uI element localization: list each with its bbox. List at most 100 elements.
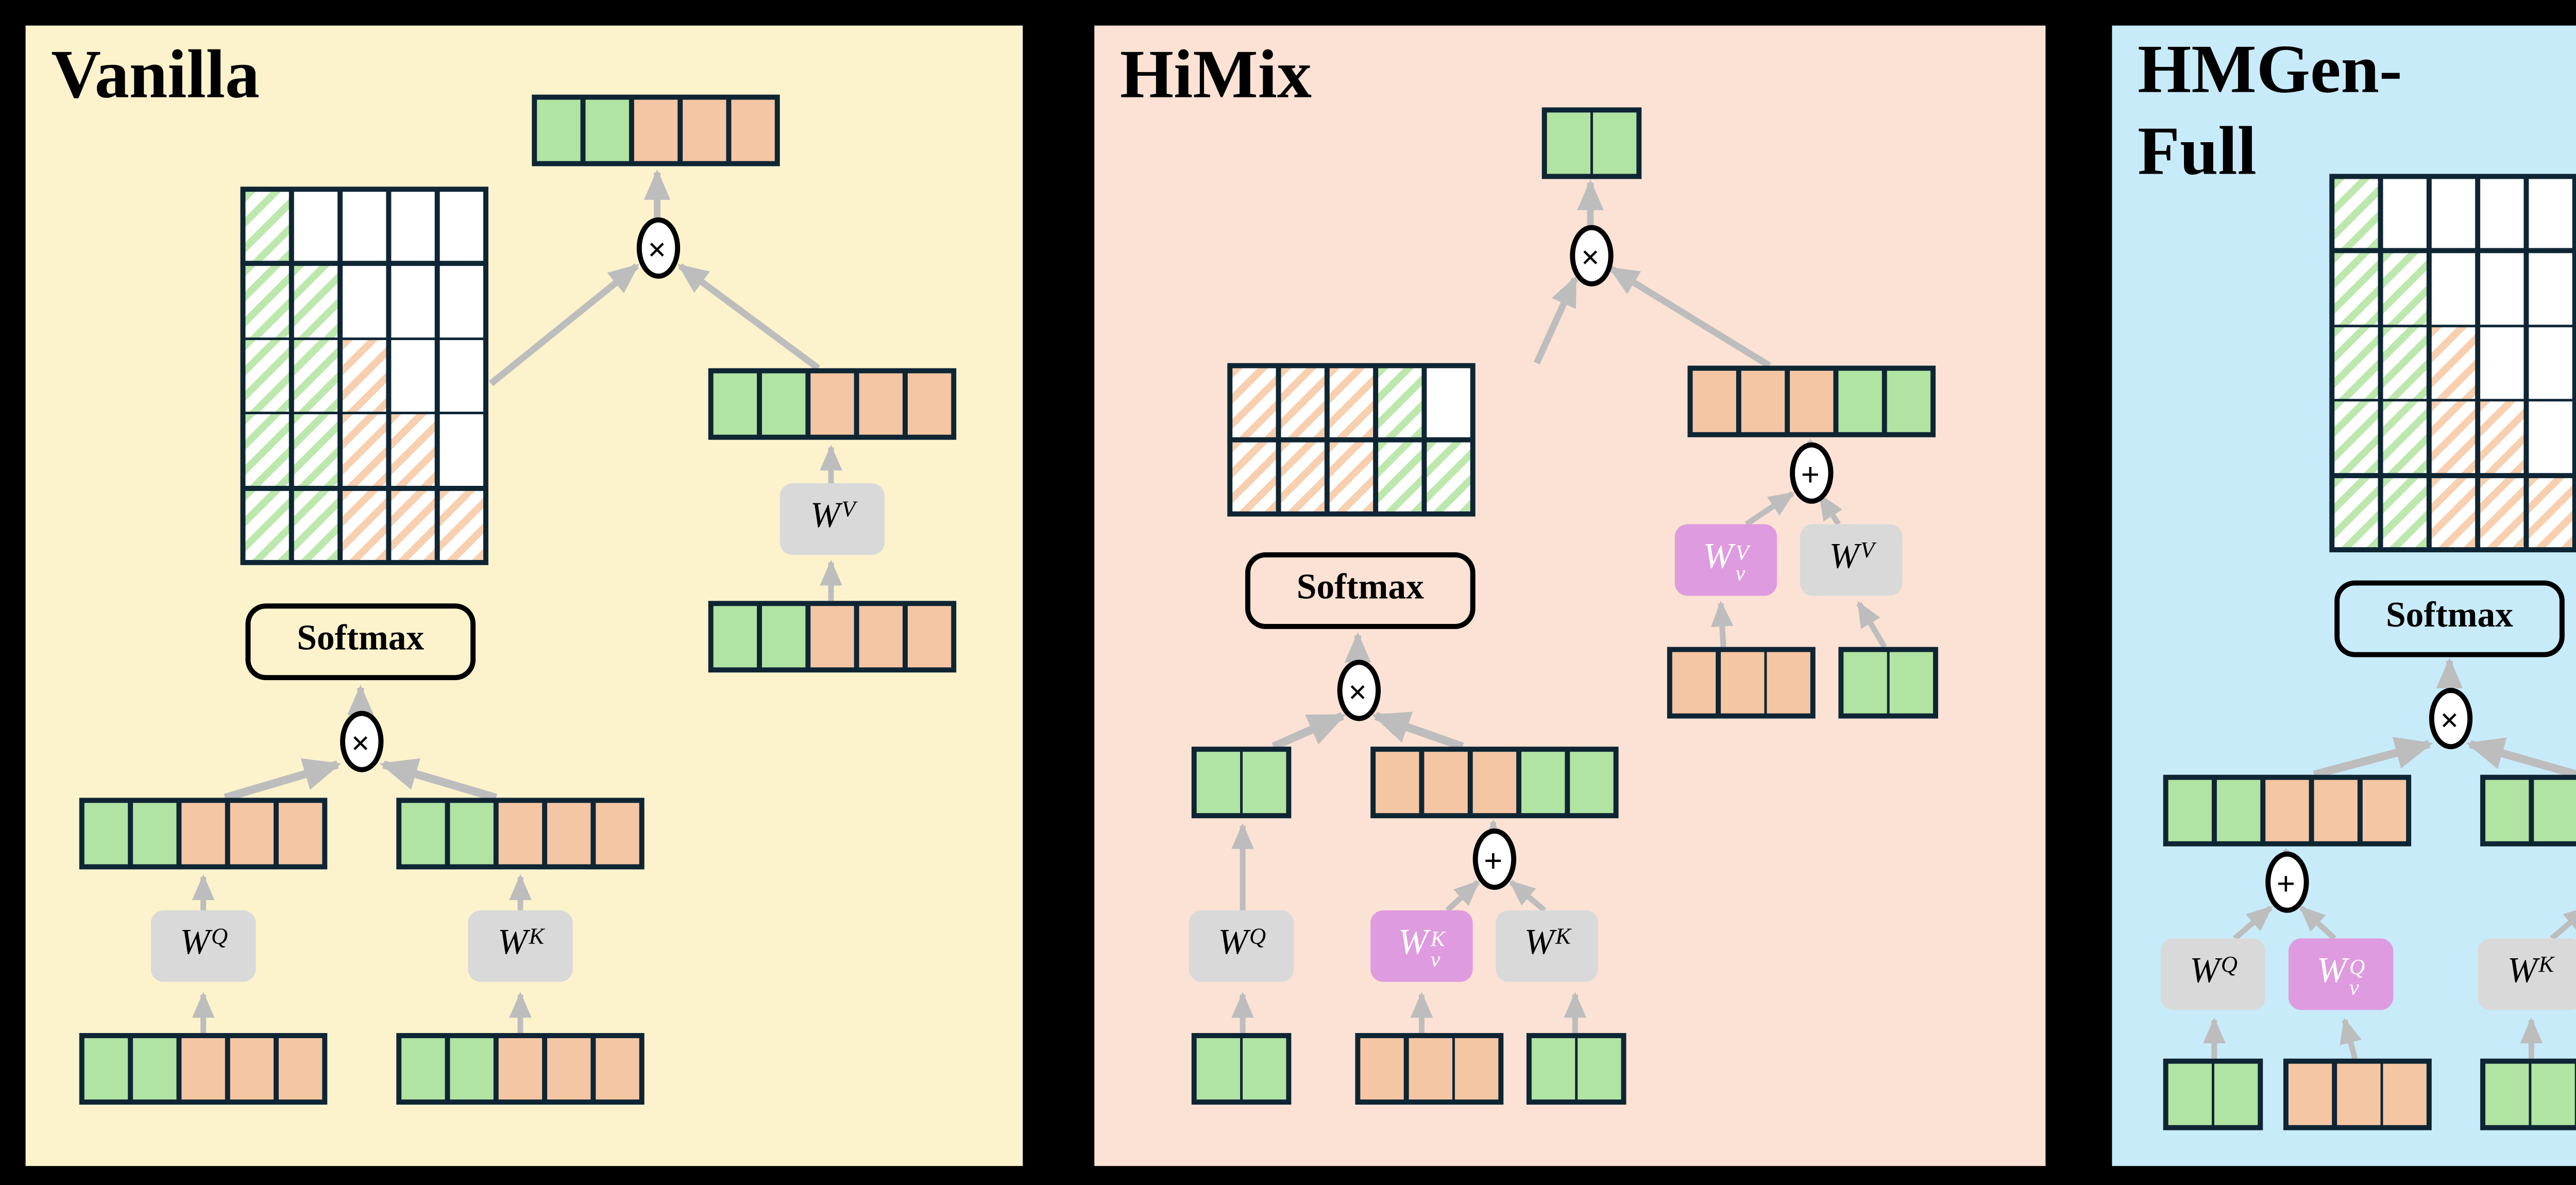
hmgen-full-title-line: Full (2138, 112, 2257, 189)
vanilla-attention-matrix-cell (391, 265, 435, 336)
himix-q-input-row-cell (1243, 1037, 1287, 1101)
hmgen-full-k-input-green-row-cell (2532, 1063, 2575, 1126)
himix-attention-matrix-cell (1427, 367, 1471, 438)
hmgen-full-attention-matrix-cell (2333, 253, 2378, 324)
himix-attention-matrix-cell (1378, 442, 1422, 513)
vanilla-v-input-row-cell (761, 605, 806, 668)
hmgen-full-attention-matrix-cell (2480, 178, 2524, 249)
himix-wvk-box-sub: v (1430, 946, 1440, 972)
himix-k-input-orange-row-cell (1408, 1037, 1452, 1101)
hmgen-full-wq-box-base: W (2190, 954, 2220, 992)
himix-attention-matrix-cell (1231, 442, 1276, 513)
himix-v-input-orange-row (1667, 647, 1816, 719)
panel-vanilla (25, 24, 1023, 1165)
hmgen-full-softmax-box: Softmax (2334, 580, 2565, 657)
vanilla-softmax-box: Softmax (245, 603, 476, 681)
himix-otimes-attn-v-multiply-icon: × (1568, 225, 1613, 286)
himix-otimes-qk-multiply-icon: × (1336, 659, 1380, 721)
hmgen-full-attention-matrix-cell (2431, 178, 2476, 249)
hmgen-full-attention-matrix-cell (2382, 328, 2427, 399)
vanilla-wv-box-base: W (810, 498, 840, 537)
panel-himix (1094, 24, 2046, 1165)
himix-attention-matrix-cell (1231, 367, 1276, 438)
himix-wvk-box-base: W (1398, 925, 1428, 964)
himix-v-input-orange-row-cell (1719, 651, 1764, 715)
himix-v-row-cell (1838, 370, 1883, 433)
hmgen-full-q-row-cell (2216, 779, 2261, 842)
himix-v-row-cell (1740, 370, 1785, 433)
hmgen-full-q-input-green-row-cell (2215, 1063, 2258, 1126)
hmgen-full-q-row (2163, 774, 2412, 847)
vanilla-attention-matrix-cell (391, 341, 435, 411)
hmgen-full-attention-matrix-cell (2382, 178, 2427, 249)
hmgen-full-attention-matrix-cell (2529, 477, 2573, 548)
hmgen-full-attention-matrix (2329, 174, 2576, 553)
vanilla-k-input-row-cell (449, 1037, 494, 1101)
himix-v-input-green-row (1838, 647, 1938, 719)
himix-v-input-orange-row-cell (1768, 651, 1812, 715)
vanilla-output-row-cell (682, 99, 727, 162)
himix-v-row-cell (1789, 370, 1834, 433)
himix-attention-matrix-cell (1329, 442, 1374, 513)
himix-output-row-cell (1594, 111, 1637, 175)
vanilla-attention-matrix-cell (342, 415, 387, 486)
vanilla-v-row-cell (907, 373, 952, 436)
vanilla-attention-matrix-cell (244, 265, 290, 336)
vanilla-q-input-row-cell (278, 1037, 323, 1101)
hmgen-full-q-input-orange-row-cell (2335, 1063, 2380, 1126)
himix-attention-matrix-cell (1329, 367, 1374, 438)
himix-wvv-box-sup: V (1735, 538, 1749, 564)
vanilla-output-row-cell (536, 99, 581, 162)
vanilla-k-row-cell (400, 802, 445, 866)
vanilla-attention-matrix-cell (342, 191, 387, 262)
himix-q-input-row-cell (1196, 1037, 1239, 1101)
vanilla-k-input-row (396, 1033, 645, 1105)
vanilla-k-input-row-cell (498, 1037, 543, 1101)
hmgen-full-title: HMGen-Full (2138, 31, 2402, 194)
vanilla-k-row-cell (596, 802, 640, 866)
hmgen-full-attention-matrix-cell (2480, 328, 2524, 399)
vanilla-attention-matrix-cell (244, 341, 290, 411)
himix-v-row-cell (1887, 370, 1931, 433)
hmgen-full-k-row (2480, 774, 2576, 847)
vanilla-v-row (708, 368, 957, 440)
vanilla-v-row-cell (810, 373, 855, 436)
vanilla-q-row-cell (83, 802, 128, 866)
vanilla-output-row (532, 94, 780, 166)
vanilla-k-input-row-cell (596, 1037, 640, 1101)
himix-attention-matrix-cell (1427, 442, 1471, 513)
vanilla-otimes-attn-v-multiply-icon: × (635, 217, 679, 279)
hmgen-full-attention-matrix-cell (2382, 477, 2427, 548)
vanilla-attention-matrix-cell (391, 191, 435, 262)
himix-k-row-cell (1423, 751, 1468, 814)
vanilla-attention-matrix-cell (391, 415, 435, 486)
vanilla-v-row-cell (858, 373, 904, 436)
himix-wk-box-base: W (1524, 925, 1554, 964)
vanilla-attention-matrix-cell (293, 191, 338, 262)
hmgen-full-attention-matrix-cell (2382, 253, 2427, 324)
hmgen-full-attention-matrix-cell (2529, 402, 2573, 473)
himix-attention-matrix (1227, 363, 1476, 517)
vanilla-attention-matrix-cell (439, 265, 484, 336)
vanilla-q-row (79, 798, 328, 870)
himix-k-row-cell (1472, 751, 1517, 814)
hmgen-full-attention-matrix-cell (2529, 328, 2573, 399)
hmgen-full-q-row-cell (2362, 779, 2407, 842)
himix-k-row-cell (1375, 751, 1419, 814)
vanilla-attention-matrix-cell (342, 341, 387, 411)
himix-v-input-orange-row-cell (1671, 651, 1716, 715)
vanilla-v-input-row-cell (907, 605, 952, 668)
hmgen-full-attention-matrix-cell (2529, 178, 2573, 249)
himix-k-input-green-row (1526, 1033, 1626, 1105)
vanilla-k-row-cell (547, 802, 591, 866)
hmgen-full-k-row-cell (2484, 779, 2529, 842)
hmgen-full-q-input-orange-row (2283, 1058, 2432, 1130)
himix-title: HiMix (1120, 36, 1312, 117)
hmgen-full-wvq-box-base: W (2316, 954, 2347, 992)
